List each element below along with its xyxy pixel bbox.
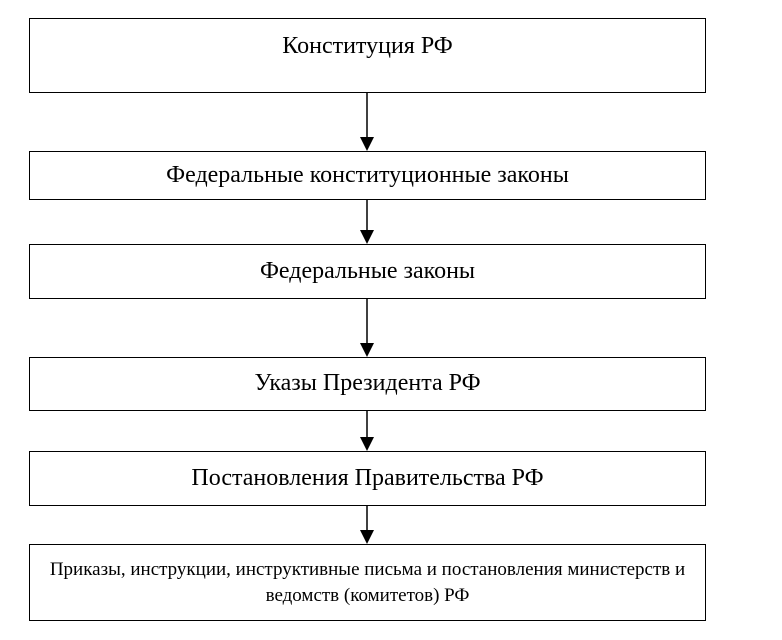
arrow-4-5-head <box>360 437 374 451</box>
arrow-1-2-head <box>360 137 374 151</box>
node-constitution: Конституция РФ <box>29 18 706 93</box>
arrow-2-3-head <box>360 230 374 244</box>
node-federal-laws: Федеральные законы <box>29 244 706 299</box>
node-presidential-decrees: Указы Президента РФ <box>29 357 706 411</box>
node-federal-constitutional-laws: Федеральные конституционные законы <box>29 151 706 200</box>
node-federal-constitutional-laws-label: Федеральные конституционные законы <box>166 161 569 188</box>
arrow-5-6-head <box>360 530 374 544</box>
node-ministry-orders: Приказы, инструкции, инструктивные письм… <box>29 544 706 621</box>
node-government-resolutions: Постановления Правительства РФ <box>29 451 706 506</box>
node-federal-laws-label: Федеральные законы <box>259 257 476 284</box>
node-constitution-label: Конституция РФ <box>282 33 453 59</box>
node-ministry-orders-label: Приказы, инструкции, инструктивные письм… <box>49 558 686 606</box>
arrow-3-4-head <box>360 343 374 357</box>
node-government-resolutions-label: Постановления Правительства РФ <box>191 464 544 491</box>
node-presidential-decrees-label: Указы Президента РФ <box>254 370 481 397</box>
